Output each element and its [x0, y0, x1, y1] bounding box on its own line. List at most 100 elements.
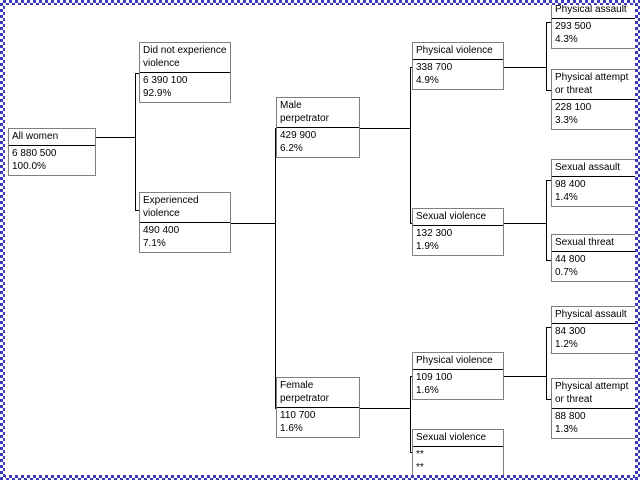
node-female-physical-violence-percent: 1.6%	[416, 385, 439, 396]
connector-male-physical-trunk	[546, 22, 547, 90]
frame-border-top	[0, 0, 640, 5]
node-male-sexual-assault-label: Sexual assault	[552, 160, 636, 177]
frame-border-right	[635, 0, 640, 480]
node-all-women-percent: 100.0%	[12, 161, 46, 172]
node-male-physical-assault[interactable]: Physical assault 293 500 4.3%	[551, 1, 637, 49]
node-all-women[interactable]: All women 6 880 500 100.0%	[8, 128, 96, 176]
node-female-physical-assault-values: 84 300 1.2%	[552, 324, 636, 353]
node-male-physical-violence[interactable]: Physical violence 338 700 4.9%	[412, 42, 504, 90]
node-male-physical-assault-values: 293 500 4.3%	[552, 19, 636, 48]
node-experienced-violence-percent: 7.1%	[143, 238, 166, 249]
node-male-physical-attempt-count: 228 100	[555, 102, 592, 113]
node-female-physical-attempt-count: 88 800	[555, 411, 586, 422]
connector-male-sexual-stub	[504, 223, 546, 224]
connector-male-sexual-trunk	[546, 180, 547, 260]
node-male-physical-assault-count: 293 500	[555, 21, 592, 32]
node-all-women-values: 6 880 500 100.0%	[9, 146, 95, 175]
node-experienced-violence-count: 490 400	[143, 225, 180, 236]
node-male-sexual-assault-count: 98 400	[555, 179, 586, 190]
connector-female-physical-stub	[504, 376, 546, 377]
connector-experienced-stub	[229, 223, 275, 224]
node-female-perpetrator-percent: 1.6%	[280, 423, 303, 434]
node-male-perpetrator-percent: 6.2%	[280, 143, 303, 154]
node-female-physical-assault-label: Physical assault	[552, 307, 636, 324]
node-female-physical-attempt-values: 88 800 1.3%	[552, 409, 636, 438]
node-female-physical-violence-label: Physical violence	[413, 353, 503, 370]
node-female-physical-violence[interactable]: Physical violence 109 100 1.6%	[412, 352, 504, 400]
connector-to-didnot	[135, 73, 140, 74]
connector-to-male-phys-assault	[546, 22, 551, 23]
connector-allwomen-stub	[95, 137, 136, 138]
node-male-physical-violence-count: 338 700	[416, 62, 453, 73]
connector-to-female-phys-assault	[546, 327, 551, 328]
connector-level1-trunk	[135, 73, 136, 210]
node-male-sexual-violence[interactable]: Sexual violence 132 300 1.9%	[412, 208, 504, 256]
node-female-sexual-violence-values: ** **	[413, 447, 503, 476]
node-female-physical-assault[interactable]: Physical assault 84 300 1.2%	[551, 306, 637, 354]
node-did-not-experience-percent: 92.9%	[143, 88, 172, 99]
node-male-sexual-violence-count: 132 300	[416, 228, 453, 239]
node-female-perpetrator-count: 110 700	[280, 410, 316, 421]
node-male-sexual-violence-label: Sexual violence	[413, 209, 503, 226]
node-male-sexual-assault-percent: 1.4%	[555, 192, 578, 203]
node-male-physical-violence-label: Physical violence	[413, 43, 503, 60]
node-female-perpetrator[interactable]: Female perpetrator 110 700 1.6%	[276, 377, 360, 438]
node-male-sexual-threat-values: 44 800 0.7%	[552, 252, 636, 281]
node-female-physical-assault-percent: 1.2%	[555, 339, 578, 350]
node-male-physical-violence-percent: 4.9%	[416, 75, 439, 86]
node-male-perpetrator-count: 429 900	[280, 130, 317, 141]
node-male-physical-attempt-percent: 3.3%	[555, 115, 578, 126]
connector-to-male-phys-attempt	[546, 90, 551, 91]
frame-border-left	[0, 0, 5, 480]
node-male-sexual-violence-values: 132 300 1.9%	[413, 226, 503, 255]
node-male-sexual-threat[interactable]: Sexual threat 44 800 0.7%	[551, 234, 637, 282]
connector-male-perp-stub	[358, 128, 410, 129]
node-male-physical-assault-label: Physical assault	[552, 2, 636, 19]
node-male-sexual-threat-percent: 0.7%	[555, 267, 578, 278]
connector-to-female-phys-attempt	[546, 399, 551, 400]
connector-perpetrator-trunk	[275, 128, 276, 408]
node-female-perpetrator-label: Female perpetrator	[277, 378, 359, 408]
node-male-sexual-threat-label: Sexual threat	[552, 235, 636, 252]
node-male-perpetrator[interactable]: Male perpetrator 429 900 6.2%	[276, 97, 360, 158]
node-experienced-violence[interactable]: Experienced violence 490 400 7.1%	[139, 192, 231, 253]
frame-border-bottom	[0, 475, 640, 480]
node-female-physical-violence-values: 109 100 1.6%	[413, 370, 503, 399]
node-male-sexual-threat-count: 44 800	[555, 254, 586, 265]
connector-to-male-sex-assault	[546, 180, 551, 181]
connector-female-perp-stub	[358, 408, 410, 409]
node-female-sexual-violence-label: Sexual violence	[413, 430, 503, 447]
node-female-sexual-violence[interactable]: Sexual violence ** **	[412, 429, 504, 477]
node-male-sexual-assault[interactable]: Sexual assault 98 400 1.4%	[551, 159, 637, 207]
node-experienced-violence-values: 490 400 7.1%	[140, 223, 230, 252]
node-all-women-count: 6 880 500	[12, 148, 57, 159]
node-female-physical-attempt-label: Physical attempt or threat	[552, 379, 636, 409]
node-all-women-label: All women	[9, 129, 95, 146]
connector-male-physical-stub	[504, 67, 546, 68]
node-female-physical-assault-count: 84 300	[555, 326, 586, 337]
node-male-physical-attempt[interactable]: Physical attempt or threat 228 100 3.3%	[551, 69, 637, 130]
node-male-physical-assault-percent: 4.3%	[555, 34, 578, 45]
node-male-perpetrator-label: Male perpetrator	[277, 98, 359, 128]
node-did-not-experience-values: 6 390 100 92.9%	[140, 73, 230, 102]
node-male-physical-attempt-values: 228 100 3.3%	[552, 100, 636, 129]
node-did-not-experience-count: 6 390 100	[143, 75, 188, 86]
node-female-sexual-violence-count: **	[416, 449, 424, 460]
node-experienced-violence-label: Experienced violence	[140, 193, 230, 223]
connector-male-violence-trunk	[410, 67, 411, 223]
node-female-physical-attempt[interactable]: Physical attempt or threat 88 800 1.3%	[551, 378, 637, 439]
node-female-perpetrator-values: 110 700 1.6%	[277, 408, 359, 437]
connector-to-male-sex-threat	[546, 260, 551, 261]
connector-female-violence-trunk	[410, 376, 411, 452]
node-male-sexual-violence-percent: 1.9%	[416, 241, 439, 252]
node-did-not-experience[interactable]: Did not experience violence 6 390 100 92…	[139, 42, 231, 103]
node-male-physical-violence-values: 338 700 4.9%	[413, 60, 503, 89]
connector-female-physical-trunk	[546, 327, 547, 399]
node-female-physical-attempt-percent: 1.3%	[555, 424, 578, 435]
node-male-perpetrator-values: 429 900 6.2%	[277, 128, 359, 157]
node-male-physical-attempt-label: Physical attempt or threat	[552, 70, 636, 100]
node-female-physical-violence-count: 109 100	[416, 372, 453, 383]
connector-to-experienced	[135, 210, 140, 211]
node-male-sexual-assault-values: 98 400 1.4%	[552, 177, 636, 206]
